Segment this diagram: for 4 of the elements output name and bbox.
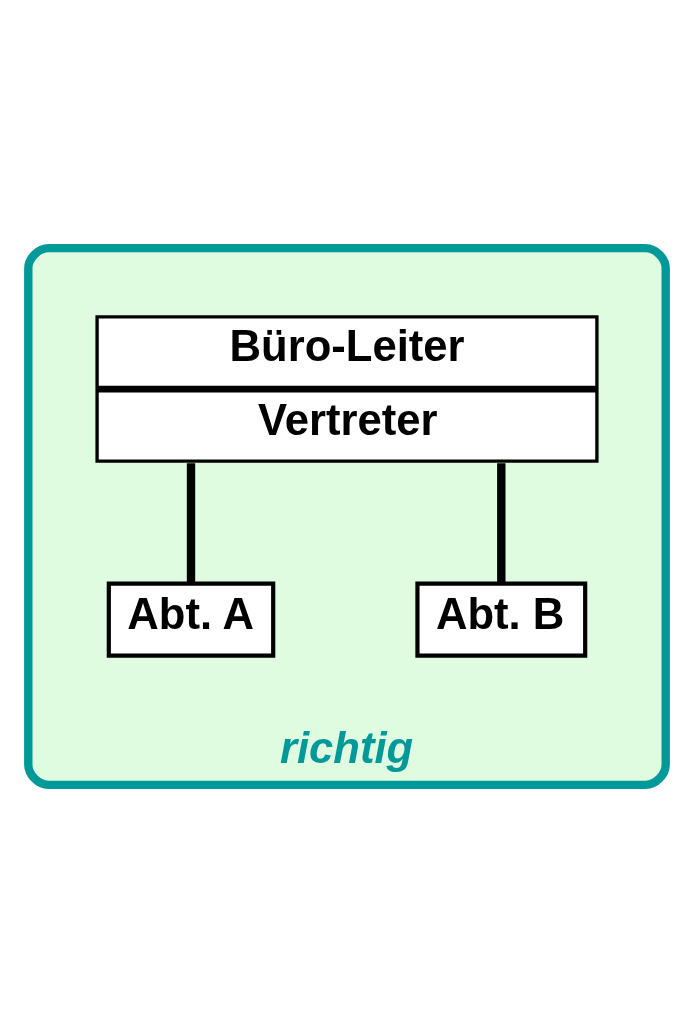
node-box: Abt. B — [415, 581, 588, 658]
connector — [497, 462, 506, 583]
connector — [186, 462, 196, 583]
node-box: Abt. A — [106, 581, 276, 658]
